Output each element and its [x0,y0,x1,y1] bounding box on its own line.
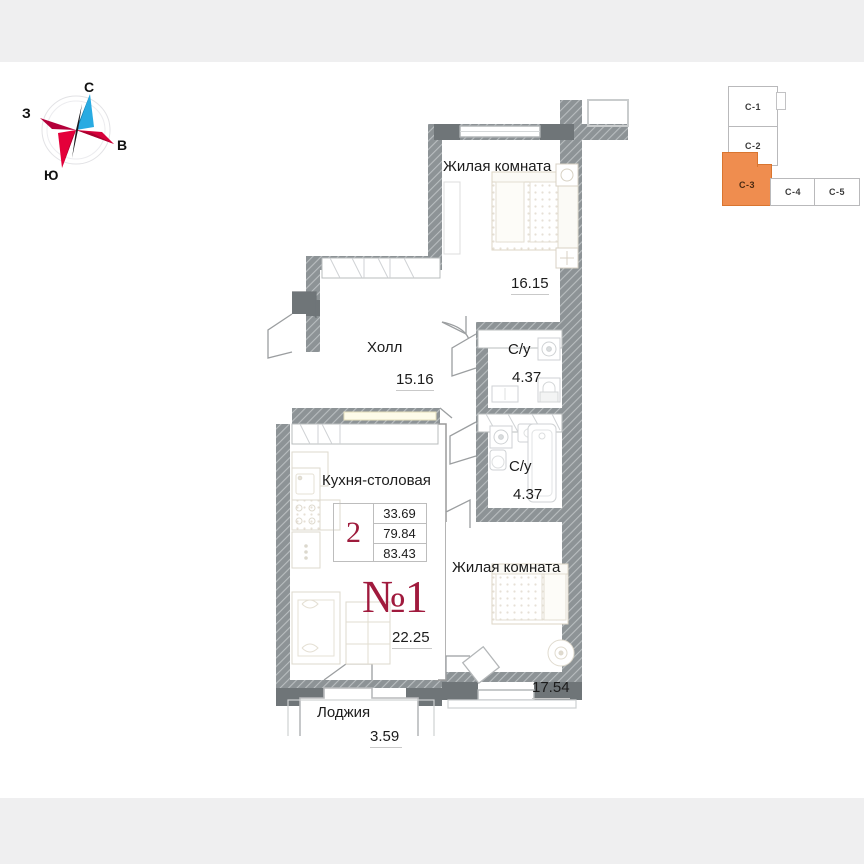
room-area-living-room-top: 16.15 [511,275,549,292]
room-area-hall: 15.16 [396,371,434,388]
bottom-background-band [0,798,864,864]
key-section-c5[interactable]: С-5 [814,178,860,206]
top-background-band [0,0,864,62]
apartment-number: №1 [362,571,428,622]
key-section-c3[interactable]: С-3 [722,164,772,206]
room-area-bathroom-upper: 4.37 [512,369,542,386]
area-total-value: 79.84 [373,524,426,544]
windows [343,125,541,701]
area-underline-2 [396,390,434,391]
room-label-loggia: Лоджия [317,704,371,721]
apartment-info-box: 2 33.69 79.84 83.43 [333,503,427,562]
room-label-hall: Холл [367,339,403,356]
area-with-balcony-value: 83.43 [383,546,416,561]
room-label-living-room-bottom: Жилая комната [452,559,561,576]
room-label-kitchen-dining: Кухня-столовая [322,472,431,489]
svg-text:С: С [84,79,94,95]
room-label-bathroom-upper: С/у [508,341,531,358]
area-underline-3 [392,648,432,649]
compass-rose: С В Ю З [18,72,138,192]
key-section-c4[interactable]: С-4 [770,178,816,206]
svg-text:В: В [117,137,127,153]
slab-edges [447,699,577,709]
area-living-value: 33.69 [373,504,426,524]
area-underline-4 [532,698,570,699]
key-section-c1[interactable]: С-1 [728,86,778,128]
room-area-kitchen-dining: 22.25 [392,629,430,646]
area-underline-1 [511,294,549,295]
furniture-hall [321,257,563,349]
loggia-shape [287,687,435,736]
svg-text:З: З [22,105,31,121]
key-section-c3-notch [722,152,758,167]
furniture-kitchen [291,423,439,665]
furniture-bottom-bedroom [491,563,575,667]
room-label-bathroom-lower: С/у [509,458,532,475]
key-nub-c1-right [776,92,786,110]
svg-text:Ю: Ю [44,167,58,183]
room-area-living-room-bottom: 17.54 [532,679,570,696]
fixtures-upper-bath [491,337,561,403]
rooms-count-value: 2 [334,504,374,561]
doors [267,291,501,685]
room-label-living-room-top: Жилая комната [443,158,552,175]
building-section-key: С-1 С-2 С-3 С-4 С-5 [714,78,860,218]
room-area-bathroom-lower: 4.37 [513,486,543,503]
floor-plan-drawing [267,99,629,736]
room-area-loggia: 3.59 [370,728,400,745]
furniture-top-bedroom [443,163,579,269]
area-underline-5 [370,747,402,748]
fixtures-lower-bath [489,423,557,503]
